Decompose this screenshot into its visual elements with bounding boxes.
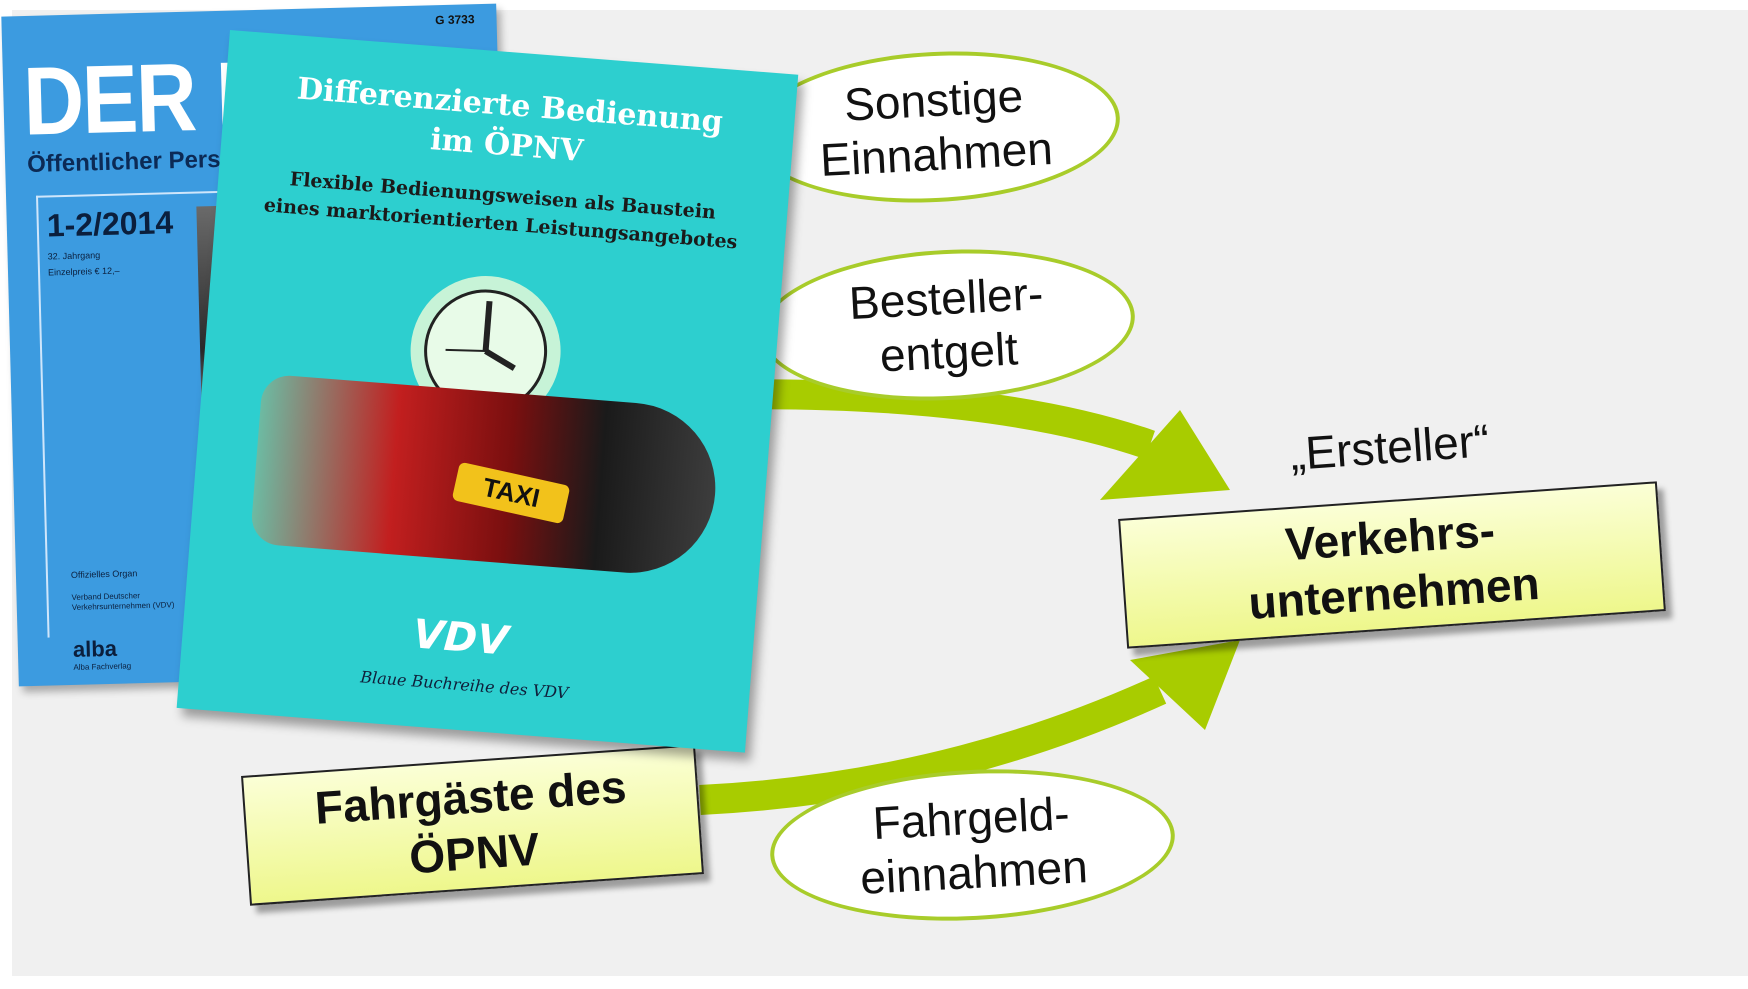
magazine-association: Verband Deutscher Verkehrsunternehmen (V… [71,591,175,612]
ellipse-fahrgeld-label: Fahrgeld- einnahmen [858,786,1089,904]
magazine-publisher: Alba Fachverlag [73,661,132,672]
book-cover: Differenzierte Bedienung im ÖPNV Flexibl… [176,30,799,753]
box-verkehrsunternehmen-label: Verkehrs- unternehmen [1246,503,1542,630]
book-series: Blaue Buchreihe des VDV [359,667,569,703]
magazine-organ: Offizielles Organ [70,568,138,580]
arrow-lower-head [1130,640,1240,730]
magazine-code: G 3733 [435,12,475,28]
magazine-price: Einzelpreis € 12,– [47,265,120,278]
arrow-upper-head [1100,410,1230,500]
arrow-lower [699,676,1167,815]
arrow-upper [699,379,1155,460]
ellipse-besteller-label: Besteller- entgelt [847,266,1045,382]
vdv-logo: VDV [411,611,510,665]
magazine-year: 32. Jahrgang [47,250,101,262]
box-fahrgaeste-label: Fahrgäste des ÖPNV [313,760,628,884]
ellipse-sonstige-label: Sonstige Einnahmen [818,69,1054,187]
magazine-publisher-logo: alba [72,635,118,662]
magazine-issue: 1-2/2014 [46,204,174,244]
